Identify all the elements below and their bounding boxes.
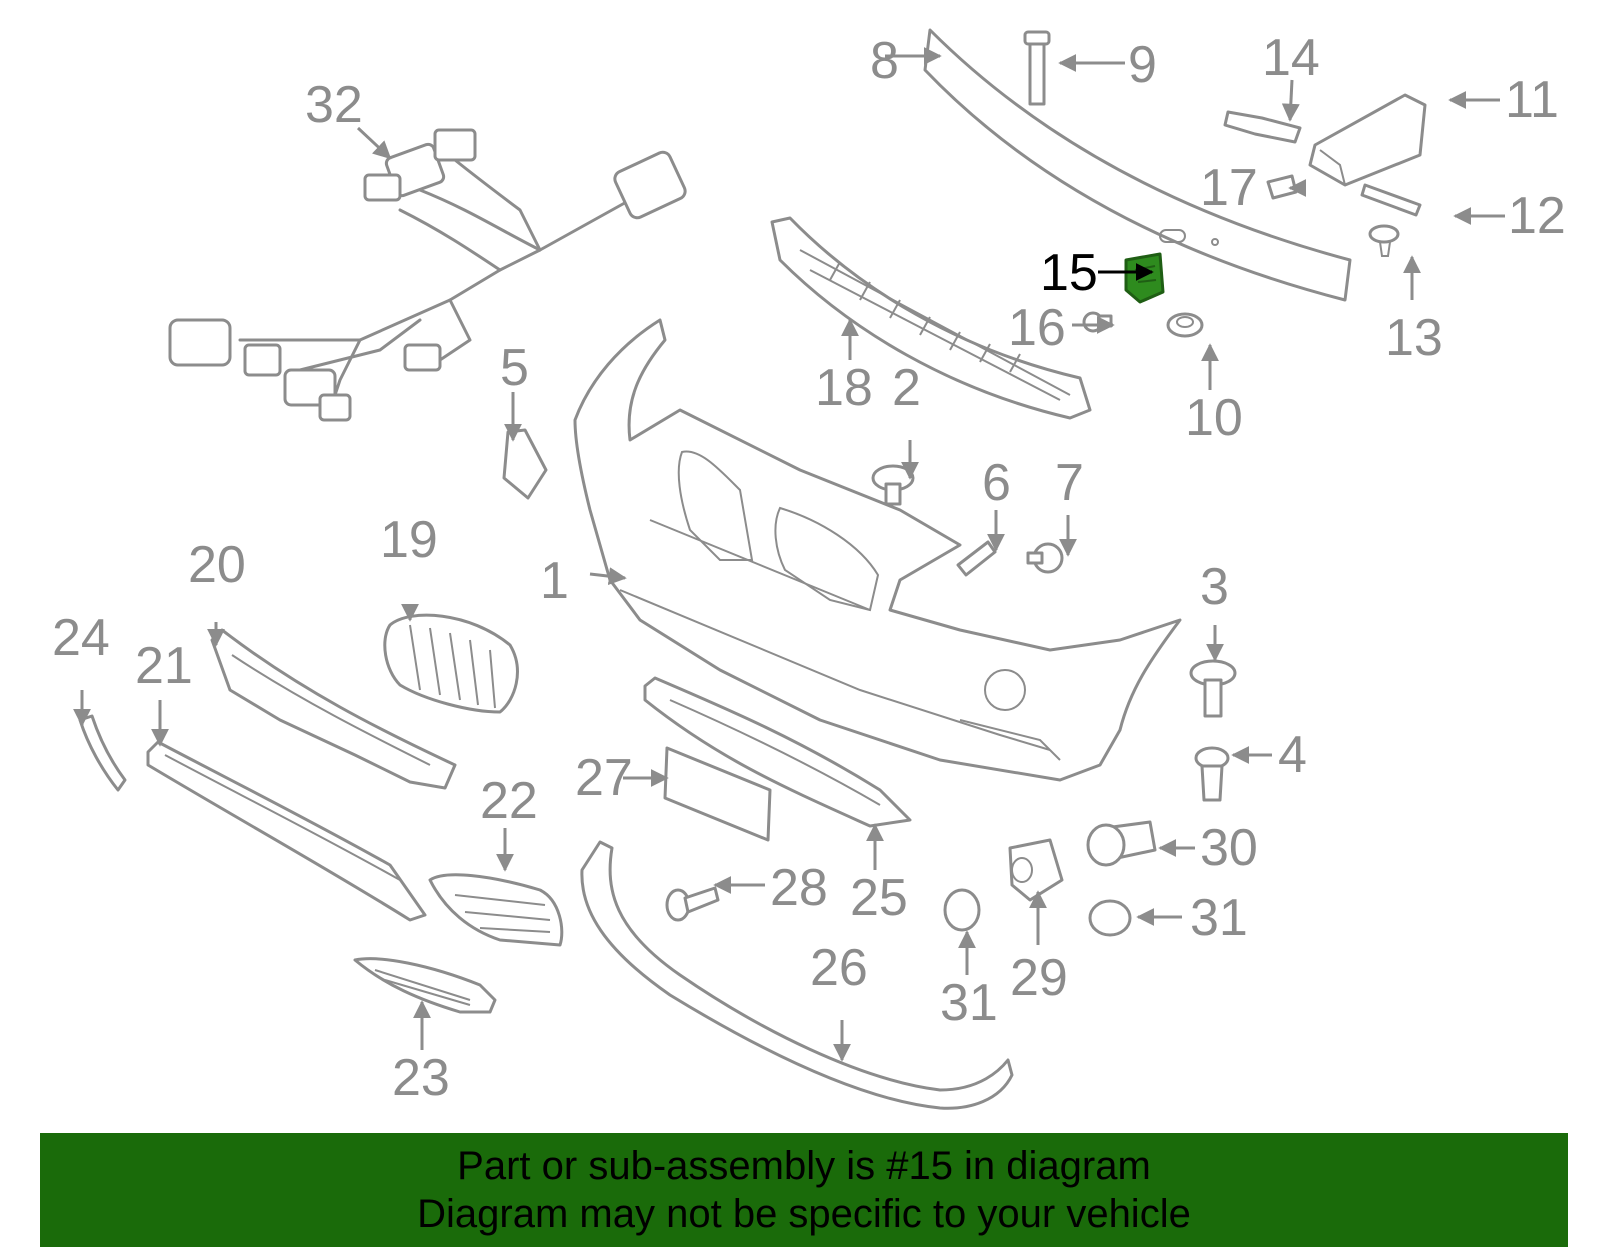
spoiler-part-26 [580, 840, 1014, 1110]
callout-8: 8 [870, 32, 899, 90]
clip-part-4 [1194, 746, 1230, 802]
callout-20: 20 [188, 536, 246, 594]
screw-part-16 [1082, 311, 1113, 333]
callout-14: 14 [1262, 29, 1320, 87]
cover-part-5 [502, 428, 548, 500]
leader-lines [73, 47, 1505, 1062]
cap-part-31-left [943, 888, 981, 932]
bracket-part-6 [956, 540, 997, 577]
callout-26: 26 [810, 939, 868, 997]
callout-16: 16 [1008, 299, 1066, 357]
bolt-part-12 [1360, 183, 1422, 217]
trim-part-24 [78, 714, 127, 792]
highlighted-part-15 [1124, 252, 1165, 304]
deflector-part-25 [643, 676, 912, 828]
fog-trim-part-23 [353, 957, 497, 1014]
callout-25: 25 [850, 869, 908, 927]
reinforcement-bar-part-8 [923, 28, 1352, 302]
callout-17: 17 [1200, 159, 1258, 217]
bolt-part-3 [1189, 659, 1237, 718]
banner-line-1: Part or sub-assembly is #15 in diagram [457, 1144, 1151, 1188]
bolt-part-28 [665, 886, 720, 922]
grille-part-20 [210, 628, 457, 790]
callout-labels: 8 9 14 11 17 12 13 15 16 10 18 2 5 6 7 1… [52, 29, 1566, 1107]
callout-3: 3 [1200, 558, 1229, 616]
callout-18: 18 [815, 359, 873, 417]
side-grille-part-22 [428, 873, 564, 947]
bracket-part-14 [1223, 110, 1302, 144]
cap-part-31-right [1088, 899, 1132, 937]
callout-11: 11 [1505, 71, 1559, 129]
sensor-part-30 [1086, 820, 1157, 867]
callout-28: 28 [770, 859, 828, 917]
callout-1: 1 [540, 552, 569, 610]
callout-9: 9 [1128, 36, 1157, 94]
sensor-part-29 [1008, 838, 1064, 902]
callout-32: 32 [305, 76, 363, 134]
kidney-grille-part-19 [383, 613, 519, 714]
callout-19: 19 [380, 511, 438, 569]
callout-2: 2 [892, 359, 921, 417]
info-banner: Part or sub-assembly is #15 in diagram D… [40, 1133, 1568, 1247]
callout-12: 12 [1508, 187, 1566, 245]
callout-27: 27 [575, 749, 633, 807]
nut-part-10 [1166, 312, 1204, 338]
lower-trim-part-21 [146, 740, 427, 922]
callout-15-highlighted: 15 [1040, 244, 1098, 302]
banner-line-2: Diagram may not be specific to your vehi… [417, 1192, 1191, 1236]
clip-part-7 [1026, 542, 1064, 574]
callout-13: 13 [1385, 309, 1443, 367]
callout-23: 23 [392, 1049, 450, 1107]
callout-24: 24 [52, 609, 110, 667]
callout-21: 21 [135, 637, 193, 695]
callout-29: 29 [1010, 949, 1068, 1007]
callout-6: 6 [982, 454, 1011, 512]
callout-10: 10 [1185, 389, 1243, 447]
callout-4: 4 [1278, 726, 1307, 784]
callout-22: 22 [480, 772, 538, 830]
callout-30: 30 [1200, 819, 1258, 877]
callout-7: 7 [1055, 454, 1084, 512]
callout-31-right: 31 [1190, 889, 1248, 947]
mount-part-11 [1308, 93, 1427, 187]
bolt-part-9 [1023, 30, 1051, 106]
bumper-cover-part-1 [573, 318, 1182, 782]
wiring-harness-part-32 [168, 128, 687, 422]
clip-part-2 [871, 464, 915, 506]
callout-31-left: 31 [940, 974, 998, 1032]
clip-part-13 [1368, 224, 1400, 257]
callout-5: 5 [500, 339, 529, 397]
